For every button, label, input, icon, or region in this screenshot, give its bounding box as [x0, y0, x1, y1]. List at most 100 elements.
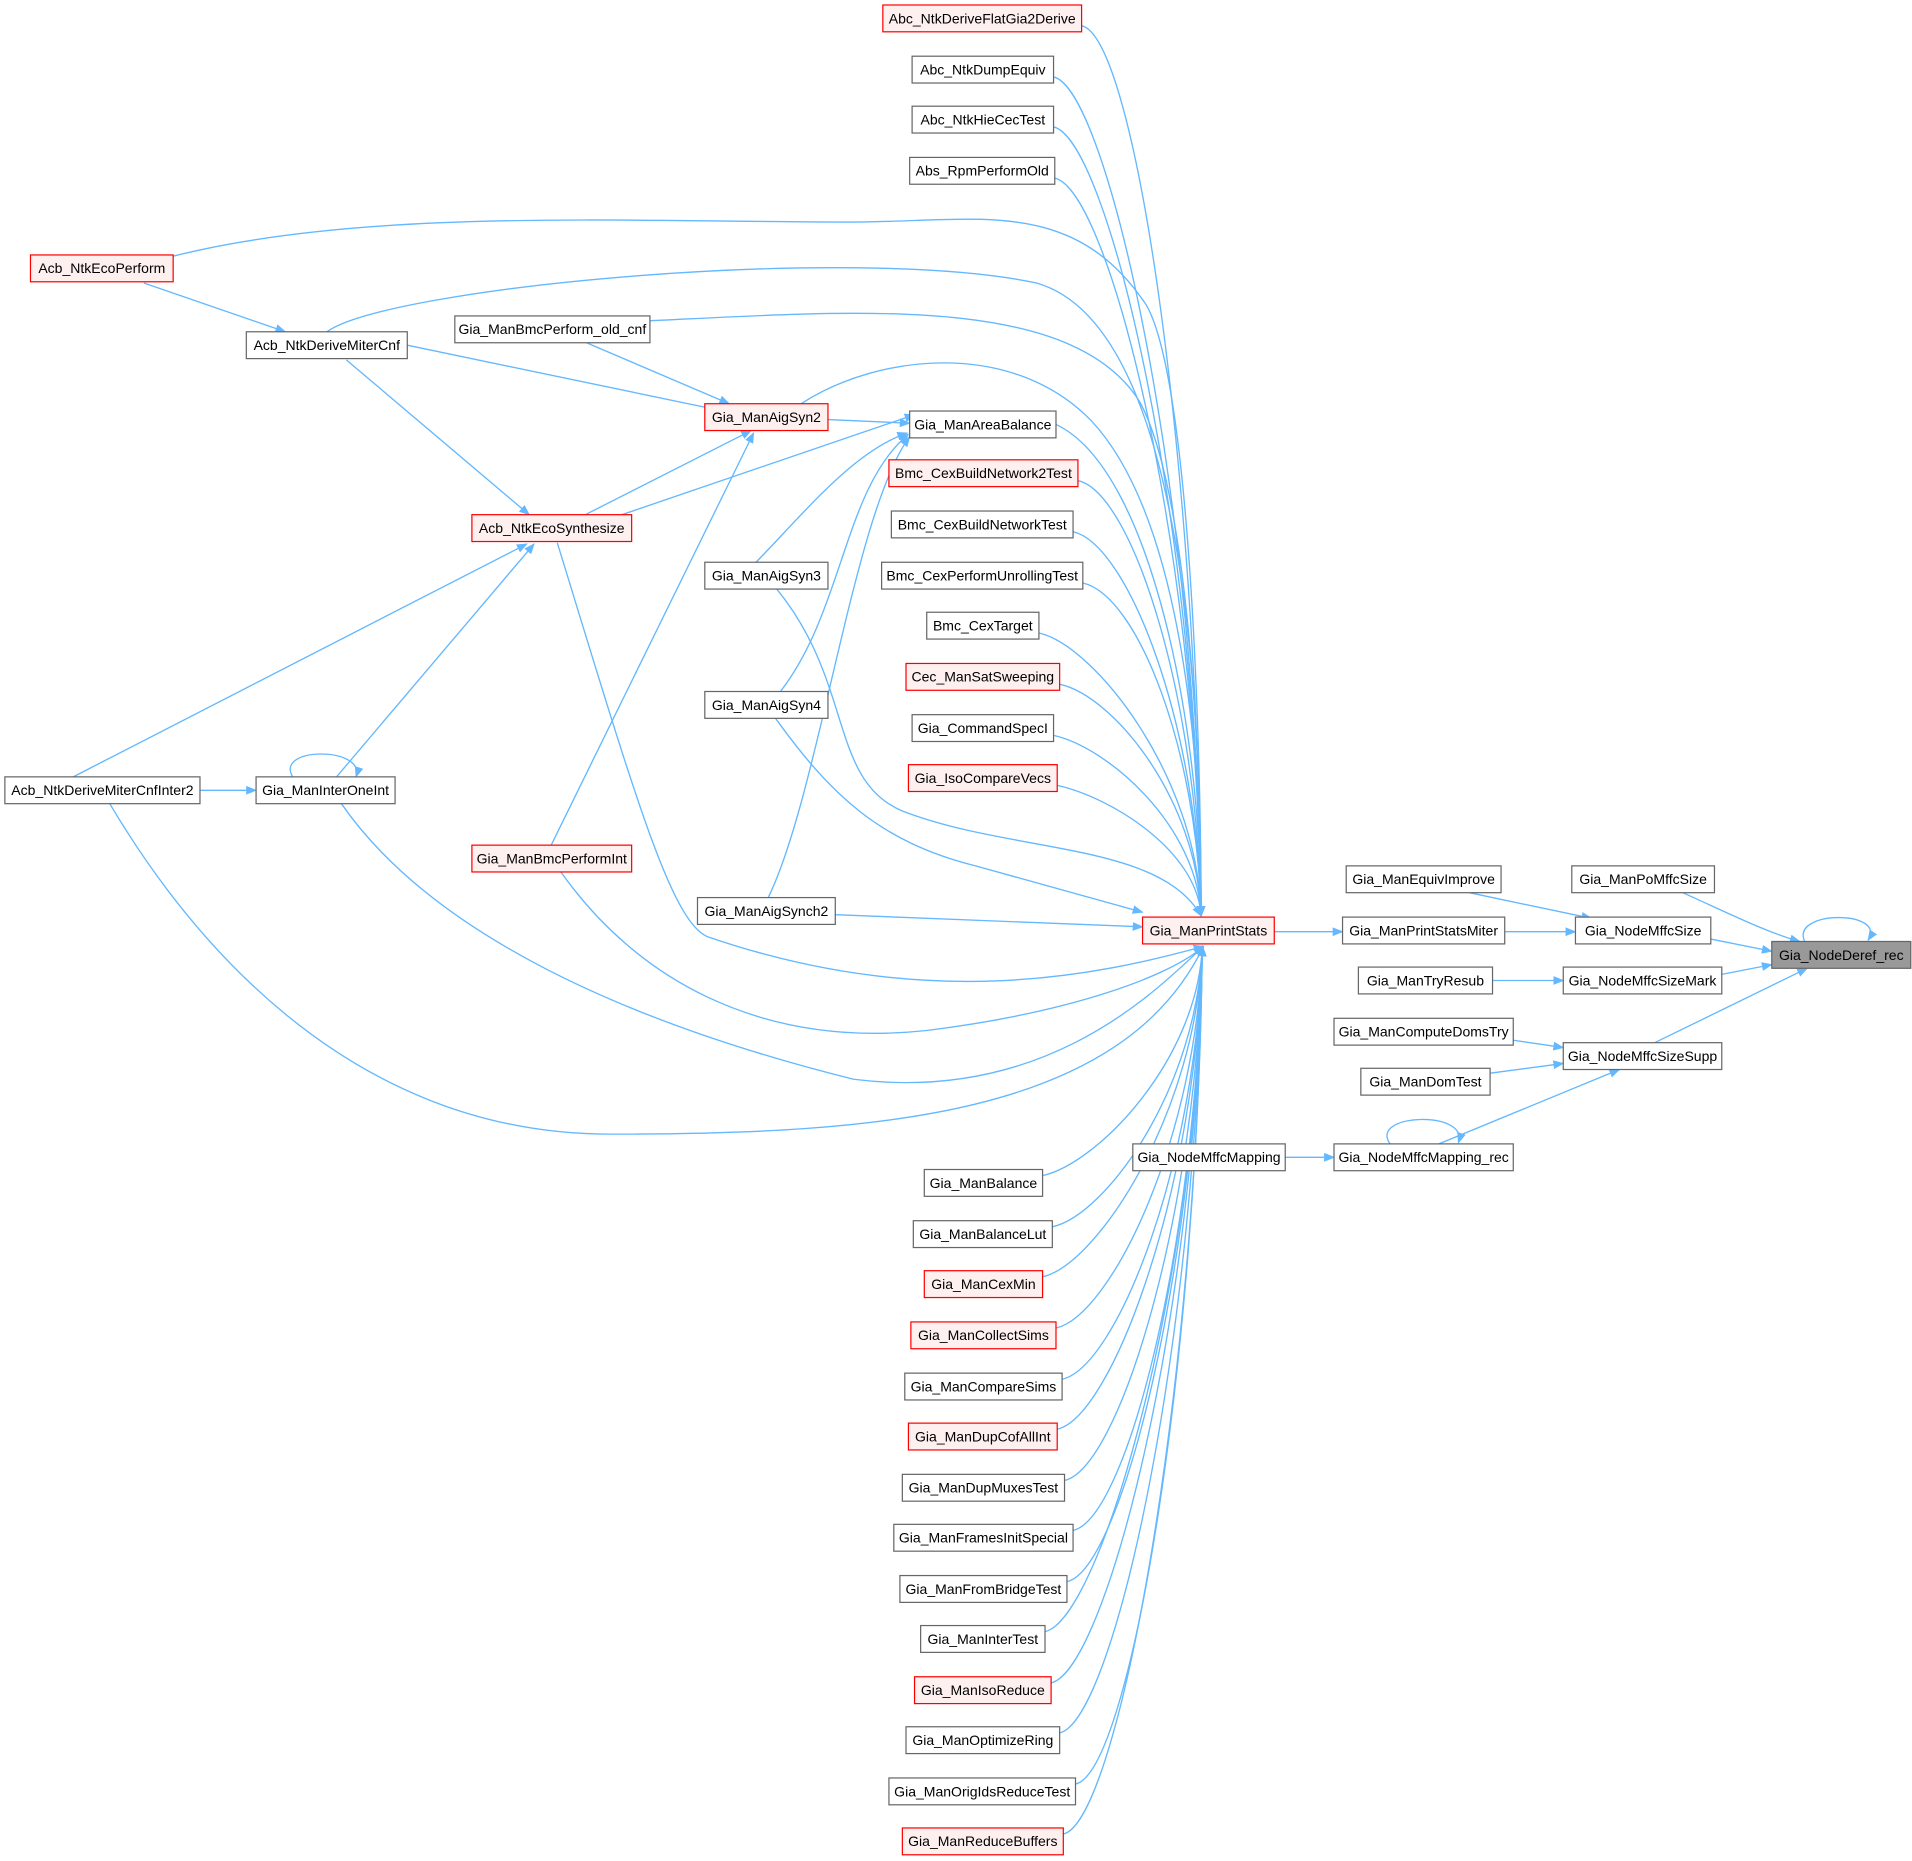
node-box[interactable]	[1357, 966, 1494, 995]
node-gia_mancomputedomstry[interactable]: Gia_ManComputeDomsTry	[1333, 1017, 1514, 1046]
node-gia_manreducebuffers[interactable]: Gia_ManReduceBuffers	[901, 1827, 1064, 1856]
node-box[interactable]	[1341, 916, 1506, 945]
node-gia_nodemffcmapping_rec[interactable]: Gia_NodeMffcMapping_rec	[1333, 1143, 1514, 1172]
node-gia_manorigidsreducetest[interactable]: Gia_ManOrigIdsReduceTest	[888, 1777, 1077, 1806]
node-box[interactable]	[245, 331, 408, 360]
node-gia_manpomffcsize[interactable]: Gia_ManPoMffcSize	[1571, 865, 1716, 894]
node-bmc_cexperformunrollingtest[interactable]: Bmc_CexPerformUnrollingTest	[881, 561, 1084, 590]
node-bmc_cextarget[interactable]: Bmc_CexTarget	[926, 611, 1040, 640]
node-box[interactable]	[926, 611, 1040, 640]
node-abc_ntkhiecectest[interactable]: Abc_NtkHieCecTest	[911, 105, 1055, 134]
node-box[interactable]	[907, 1422, 1058, 1451]
node-bmc_cexbuildnetworktest[interactable]: Bmc_CexBuildNetworkTest	[890, 510, 1074, 539]
node-gia_manbmcperform_old_cnf[interactable]: Gia_ManBmcPerform_old_cnf	[454, 315, 651, 344]
node-box[interactable]	[1562, 966, 1723, 995]
node-gia_manoptimizering[interactable]: Gia_ManOptimizeRing	[905, 1726, 1061, 1755]
node-gia_maninteroneint[interactable]: Gia_ManInterOneInt	[255, 776, 396, 805]
node-gia_mantryresub[interactable]: Gia_ManTryResub	[1357, 966, 1494, 995]
node-box[interactable]	[1333, 1143, 1514, 1172]
node-abc_ntkderiveflatgia2derive[interactable]: Abc_NtkDeriveFlatGia2Derive	[882, 4, 1083, 33]
node-acb_ntkderivemitercnfinter2[interactable]: Acb_NtkDeriveMiterCnfInter2	[4, 776, 201, 805]
node-gia_manaigsyn4[interactable]: Gia_ManAigSyn4	[704, 690, 829, 719]
node-box[interactable]	[912, 1220, 1053, 1249]
node-box[interactable]	[899, 1574, 1068, 1603]
node-box[interactable]	[1141, 916, 1275, 945]
node-box[interactable]	[911, 714, 1055, 743]
node-gia_manintertest[interactable]: Gia_ManInterTest	[920, 1624, 1046, 1653]
node-box[interactable]	[704, 561, 829, 590]
node-box[interactable]	[913, 1676, 1052, 1705]
node-gia_manisoreduce[interactable]: Gia_ManIsoReduce	[913, 1676, 1052, 1705]
node-box[interactable]	[923, 1270, 1044, 1299]
node-box[interactable]	[696, 896, 836, 926]
node-box[interactable]	[909, 410, 1057, 439]
node-gia_nodemffcsizesupp[interactable]: Gia_NodeMffcSizeSupp	[1562, 1042, 1723, 1071]
node-box[interactable]	[888, 459, 1079, 488]
node-gia_manequivimprove[interactable]: Gia_ManEquivImprove	[1345, 865, 1502, 894]
node-box[interactable]	[704, 403, 829, 432]
node-gia_manframesinitspecial[interactable]: Gia_ManFramesInitSpecial	[893, 1523, 1074, 1552]
node-gia_manprintstatsmiter[interactable]: Gia_ManPrintStatsMiter	[1341, 916, 1506, 945]
node-gia_nodemffcmapping[interactable]: Gia_NodeMffcMapping	[1132, 1143, 1286, 1172]
node-box[interactable]	[909, 156, 1056, 185]
node-box[interactable]	[454, 315, 651, 344]
node-gia_manaigsyn2[interactable]: Gia_ManAigSyn2	[704, 403, 829, 432]
node-gia_mancexmin[interactable]: Gia_ManCexMin	[923, 1270, 1044, 1299]
node-box[interactable]	[1562, 1042, 1723, 1071]
node-box[interactable]	[1571, 865, 1716, 894]
node-box[interactable]	[1771, 940, 1912, 969]
node-gia_isocomparevecs[interactable]: Gia_IsoCompareVecs	[907, 764, 1058, 793]
node-gia_mandupmuxestest[interactable]: Gia_ManDupMuxesTest	[901, 1473, 1066, 1502]
node-box[interactable]	[255, 776, 396, 805]
node-box[interactable]	[905, 1726, 1061, 1755]
node-gia_nodemffcsizemark[interactable]: Gia_NodeMffcSizeMark	[1562, 966, 1723, 995]
node-box[interactable]	[907, 764, 1058, 793]
node-gia_manaigsynch2[interactable]: Gia_ManAigSynch2	[696, 896, 836, 926]
node-box[interactable]	[901, 1473, 1066, 1502]
node-gia_mancomparesims[interactable]: Gia_ManCompareSims	[904, 1372, 1063, 1401]
node-abc_ntkdumpequiv[interactable]: Abc_NtkDumpEquiv	[911, 55, 1055, 84]
node-bmc_cexbuildnetwork2test[interactable]: Bmc_CexBuildNetwork2Test	[888, 459, 1079, 488]
node-box[interactable]	[910, 1321, 1057, 1350]
node-box[interactable]	[901, 1827, 1064, 1856]
node-gia_mancollectsims[interactable]: Gia_ManCollectSims	[910, 1321, 1057, 1350]
node-gia_manfrombridgetest[interactable]: Gia_ManFromBridgeTest	[899, 1574, 1068, 1603]
node-box[interactable]	[904, 1372, 1063, 1401]
node-cec_mansatsweeping[interactable]: Cec_ManSatSweeping	[905, 662, 1061, 691]
node-gia_manbalance[interactable]: Gia_ManBalance	[923, 1168, 1044, 1197]
node-gia_nodemffcsize[interactable]: Gia_NodeMffcSize	[1574, 916, 1712, 945]
node-box[interactable]	[911, 105, 1055, 134]
node-box[interactable]	[888, 1777, 1077, 1806]
node-box[interactable]	[1132, 1143, 1286, 1172]
node-gia_mandomtest[interactable]: Gia_ManDomTest	[1360, 1067, 1491, 1096]
node-box[interactable]	[890, 510, 1074, 539]
node-acb_ntkecoperform[interactable]: Acb_NtkEcoPerform	[29, 254, 174, 283]
node-box[interactable]	[1333, 1017, 1514, 1046]
node-abs_rpmperformold[interactable]: Abs_RpmPerformOld	[909, 156, 1056, 185]
node-gia_nodederef_rec[interactable]: Gia_NodeDeref_rec	[1771, 940, 1912, 969]
node-gia_manaigsyn3[interactable]: Gia_ManAigSyn3	[704, 561, 829, 590]
node-box[interactable]	[704, 690, 829, 719]
node-gia_manbalancelut[interactable]: Gia_ManBalanceLut	[912, 1220, 1053, 1249]
node-box[interactable]	[4, 776, 201, 805]
node-box[interactable]	[923, 1168, 1044, 1197]
node-gia_manbmcperformint[interactable]: Gia_ManBmcPerformInt	[471, 844, 633, 873]
node-box[interactable]	[882, 4, 1083, 33]
node-box[interactable]	[1360, 1067, 1491, 1096]
node-box[interactable]	[471, 844, 633, 873]
node-box[interactable]	[920, 1624, 1046, 1653]
node-acb_ntkderivemitercnf[interactable]: Acb_NtkDeriveMiterCnf	[245, 331, 408, 360]
node-box[interactable]	[1345, 865, 1502, 894]
node-acb_ntkecosynthesize[interactable]: Acb_NtkEcoSynthesize	[471, 514, 633, 543]
node-box[interactable]	[471, 514, 633, 543]
node-gia_mandupcofallint[interactable]: Gia_ManDupCofAllInt	[907, 1422, 1058, 1451]
node-gia_manprintstats[interactable]: Gia_ManPrintStats	[1141, 916, 1275, 945]
node-box[interactable]	[881, 561, 1084, 590]
node-box[interactable]	[29, 254, 174, 283]
node-box[interactable]	[905, 662, 1061, 691]
node-gia_commandspeci[interactable]: Gia_CommandSpecI	[911, 714, 1055, 743]
node-box[interactable]	[893, 1523, 1074, 1552]
node-box[interactable]	[911, 55, 1055, 84]
node-box[interactable]	[1574, 916, 1712, 945]
node-gia_manareabalance[interactable]: Gia_ManAreaBalance	[909, 410, 1057, 439]
